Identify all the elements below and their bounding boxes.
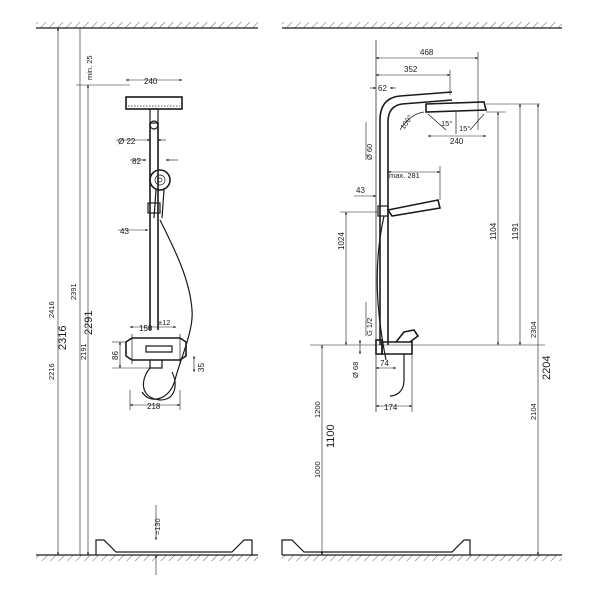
label-1000: 1000 [313, 461, 322, 478]
ceiling-hatch-front [36, 22, 258, 28]
label-2291: 2291 [83, 311, 95, 335]
mixer-rosette-side [375, 339, 383, 355]
label-d60: Ø 60 [365, 144, 374, 160]
hand-shower-holder [147, 202, 161, 214]
label-2316: 2316 [57, 326, 69, 350]
label-174: 174 [384, 403, 398, 412]
label-2391: 2391 [69, 283, 78, 300]
label-d22: Ø 22 [118, 137, 136, 146]
label-2191: 2191 [79, 343, 88, 360]
label-2416: 2416 [47, 301, 56, 318]
hand-shower-side [386, 199, 441, 217]
hand-shower-center [154, 174, 166, 186]
hand-shower-handle [153, 189, 165, 219]
label-240-front: 240 [144, 77, 158, 86]
arm-angle-arc [399, 111, 425, 131]
label-240-side: 240 [450, 137, 464, 146]
hand-shower-dot [157, 177, 163, 183]
label-35: 35 [197, 363, 206, 372]
label-468: 468 [420, 48, 434, 57]
shower-head-side [425, 101, 488, 113]
label-1024: 1024 [337, 232, 346, 250]
riser-arm-outer [379, 91, 453, 345]
mixer-lever-side [395, 329, 420, 343]
mixer-body-front [125, 337, 187, 361]
front-view: 2416 2316 2216 2391 2291 2191 min. 25 24… [36, 22, 258, 575]
mixer-handle-front [145, 345, 173, 353]
label-43-front: 43 [120, 227, 129, 236]
shower-head-front [125, 96, 183, 110]
label-1104: 1104 [489, 222, 498, 240]
label-218: 218 [147, 402, 161, 411]
label-2304: 2304 [529, 321, 538, 338]
label-2216: 2216 [47, 363, 56, 380]
label-d68: Ø 68 [351, 362, 360, 378]
label-82: 82 [132, 157, 141, 166]
spout-front [149, 360, 163, 369]
hand-shower-head [149, 169, 171, 191]
floor-hatch-side [282, 555, 562, 561]
mixer-body-side [381, 341, 413, 355]
label-74: 74 [380, 359, 389, 368]
label-130: ≈130 [153, 518, 162, 535]
label-100deg: 100° [398, 113, 414, 131]
label-15deg-2: 15° [459, 124, 470, 133]
label-g12: G 1/2 [365, 318, 374, 336]
tilt-line-1 [427, 113, 447, 131]
arm-connector [149, 108, 159, 124]
label-43-side: 43 [356, 186, 365, 195]
side-view: 468 352 62 100° 15° 15° 240 Ø 60 max. 28… [281, 22, 562, 561]
label-86: 86 [111, 351, 120, 360]
lower-hose-loop [142, 367, 176, 401]
label-1100: 1100 [325, 424, 337, 448]
tilt-line-2 [469, 113, 485, 131]
shower-hose [141, 219, 193, 400]
label-1191: 1191 [511, 222, 520, 240]
label-min-25: min. 25 [85, 55, 94, 80]
label-1200: 1200 [313, 401, 322, 418]
shower-hose-side [376, 215, 387, 361]
shower-tray-side [281, 539, 471, 555]
arm-joint [149, 120, 159, 130]
spout-side [389, 354, 405, 397]
label-281: max. 281 [389, 171, 420, 180]
ceiling-hatch-side [282, 22, 562, 28]
label-62: 62 [378, 84, 387, 93]
riser-arm-inner [387, 99, 453, 345]
label-352: 352 [404, 65, 418, 74]
hand-holder-side [377, 205, 389, 217]
shower-tray-front [95, 539, 253, 555]
label-2104: 2104 [529, 403, 538, 420]
floor-hatch-front [36, 555, 258, 561]
label-150: 150 [139, 324, 153, 333]
label-15deg-1: 15° [441, 119, 452, 128]
label-150-tol: ±12 [158, 318, 170, 327]
label-2204: 2204 [541, 356, 553, 380]
